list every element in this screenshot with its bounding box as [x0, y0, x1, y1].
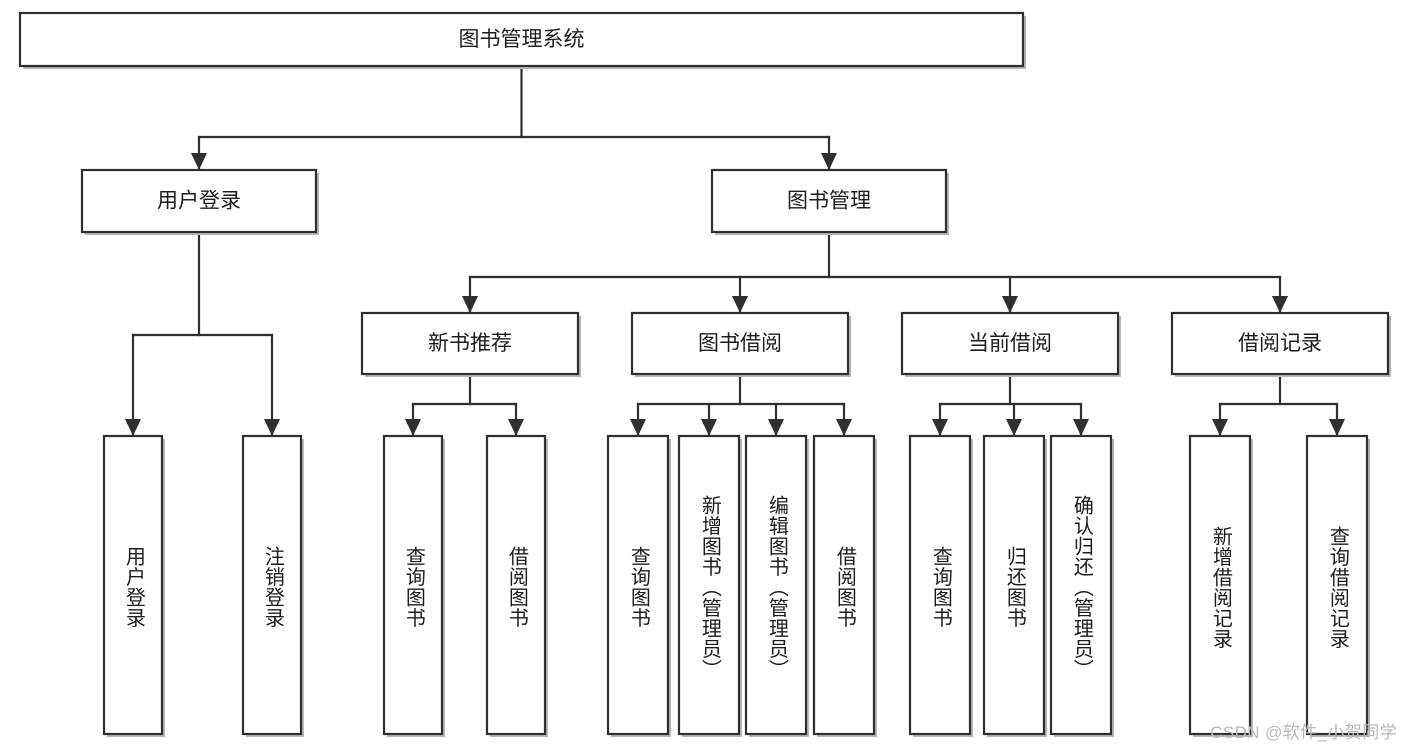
- arrow-head-icon: [1272, 296, 1288, 313]
- node-user-login-label: 用户登录: [157, 190, 241, 213]
- arrow-head-icon: [405, 419, 421, 436]
- arrow-head-icon: [932, 419, 948, 436]
- arrow-head-icon: [1006, 419, 1022, 436]
- node-leaf-edit-book[interactable]: [744, 434, 808, 736]
- edges-layer: [125, 64, 1345, 437]
- node-book-manage-label: 图书管理: [787, 190, 871, 213]
- arrow-head-icon: [732, 296, 748, 313]
- node-borrow-record[interactable]: [1170, 311, 1390, 376]
- node-leaf-add-book[interactable]: [677, 434, 741, 736]
- arrow-head-icon: [1212, 419, 1228, 436]
- node-current-borrow[interactable]: [900, 311, 1120, 376]
- arrow-head-icon: [701, 419, 717, 436]
- nodes-layer: [18, 11, 1391, 737]
- node-leaf-borrow-book-1[interactable]: [485, 434, 547, 736]
- watermark-text: CSDN @软件_小贺同学: [1210, 723, 1397, 742]
- node-leaf-logout[interactable]: [241, 434, 303, 736]
- node-borrow-record-label: 借阅记录: [1238, 332, 1322, 355]
- node-leaf-query-book-1[interactable]: [382, 434, 444, 736]
- arrow-head-icon: [1329, 419, 1345, 436]
- arrow-head-icon: [630, 419, 646, 436]
- node-leaf-return-book[interactable]: [982, 434, 1046, 736]
- arrow-head-icon: [264, 419, 280, 436]
- node-leaf-user-login[interactable]: [102, 434, 164, 736]
- arrow-head-icon: [768, 419, 784, 436]
- arrow-head-icon: [125, 419, 141, 436]
- arrow-head-icon: [836, 419, 852, 436]
- arrow-head-icon: [821, 153, 837, 170]
- node-user-login[interactable]: [80, 168, 318, 234]
- node-root[interactable]: [18, 11, 1025, 68]
- node-book-manage[interactable]: [710, 168, 948, 234]
- node-book-borrow-label: 图书借阅: [698, 332, 782, 355]
- arrow-head-icon: [1002, 296, 1018, 313]
- node-root-label: 图书管理系统: [459, 28, 585, 51]
- node-leaf-query-book-2[interactable]: [606, 434, 670, 736]
- node-new-book-recommend[interactable]: [360, 311, 580, 376]
- node-book-borrow[interactable]: [630, 311, 850, 376]
- node-leaf-query-book-3[interactable]: [908, 434, 972, 736]
- node-leaf-query-record[interactable]: [1305, 434, 1369, 736]
- node-current-borrow-label: 当前借阅: [968, 332, 1052, 355]
- node-leaf-add-record[interactable]: [1188, 434, 1252, 736]
- arrow-head-icon: [508, 419, 524, 436]
- node-leaf-borrow-book-2[interactable]: [812, 434, 876, 736]
- arrow-head-icon: [191, 153, 207, 170]
- arrow-head-icon: [1073, 419, 1089, 436]
- arrow-head-icon: [462, 296, 478, 313]
- node-new-book-recommend-label: 新书推荐: [428, 332, 512, 355]
- node-leaf-confirm-return[interactable]: [1049, 434, 1113, 736]
